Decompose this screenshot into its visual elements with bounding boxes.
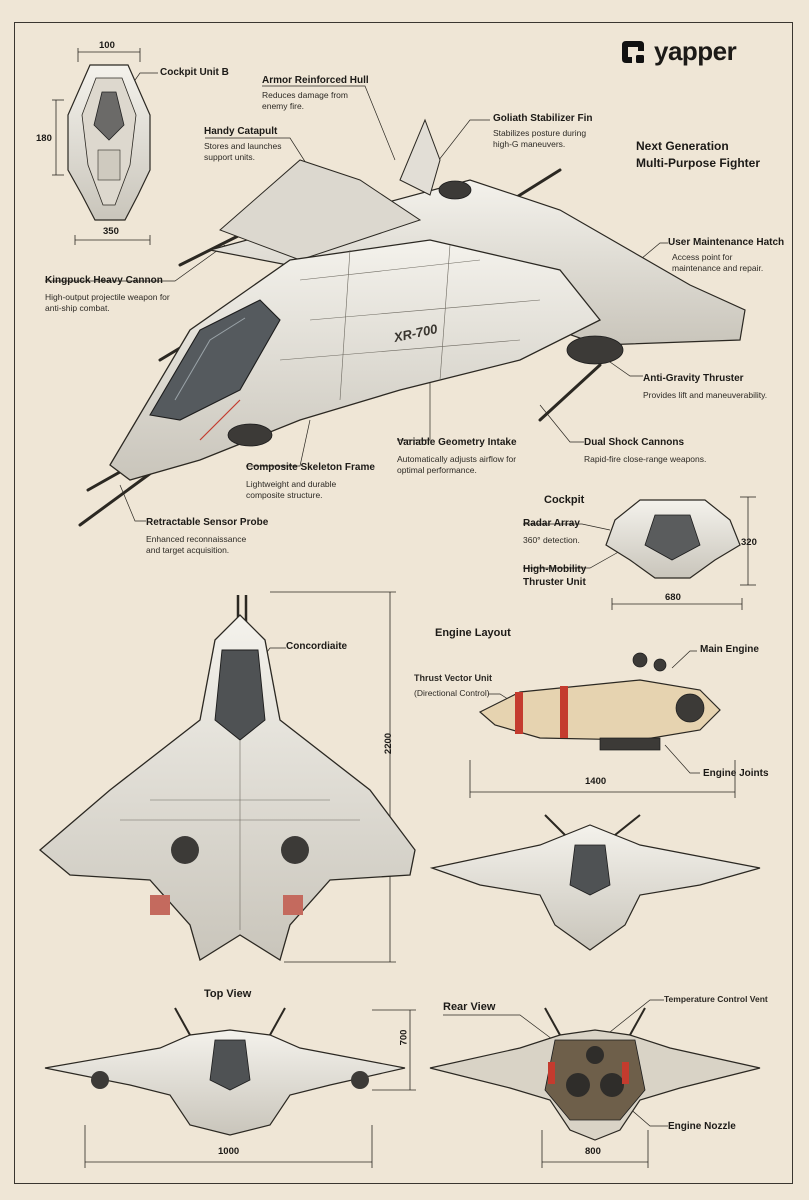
- callout-temp-vent: Temperature Control Vent: [664, 994, 768, 1004]
- leader-lines: [45, 72, 700, 1127]
- dim-cockpit-width: 100: [99, 40, 115, 51]
- callout-kingpuck-desc: High-output projectile weapon for anti-s…: [45, 292, 170, 313]
- callout-anti-gravity-title: Anti-Gravity Thruster: [643, 373, 744, 384]
- callout-sensor-desc: Enhanced reconnaissance and target acqui…: [146, 534, 247, 555]
- dim-front-width: 1000: [218, 1146, 240, 1157]
- callout-dual-shock-desc: Rapid-fire close-range weapons.: [584, 454, 707, 464]
- dim-front-height: 700: [398, 1029, 410, 1046]
- callout-goliath-fin-title: Goliath Stabilizer Fin: [493, 113, 593, 124]
- dim-cockpit-height: 180: [36, 133, 52, 144]
- heading-line-1: Next Generation: [636, 139, 729, 153]
- callout-thrust-vector-desc: (Directional Control): [414, 688, 490, 698]
- dim-cockpit-detail-width: 680: [665, 592, 681, 603]
- section-engine-layout: Engine Layout: [435, 627, 511, 639]
- section-top-view: Top View: [204, 988, 252, 1000]
- callout-radar-desc: 360° detection.: [523, 535, 580, 545]
- callout-cockpit-unit: Cockpit Unit B: [160, 67, 229, 78]
- callout-armor-hull-desc: Reduces damage from enemy fire.: [262, 90, 348, 111]
- callout-sensor-title: Retractable Sensor Probe: [146, 517, 269, 528]
- callout-main-engine: Main Engine: [700, 644, 759, 655]
- callout-concordiaite: Concordiaite: [286, 641, 348, 652]
- callout-goliath-fin-desc: Stabilizes posture during high-G maneuve…: [493, 128, 587, 149]
- rear-view-drawing: [429, 1007, 761, 1141]
- callout-anti-gravity-desc: Provides lift and maneuverability.: [643, 390, 768, 400]
- front-view-bottom-drawing: [44, 1007, 406, 1136]
- sheet-heading: Next Generation Multi-Purpose Fighter: [636, 138, 760, 172]
- callout-user-hatch-desc: Access point for maintenance and repair.: [672, 252, 764, 273]
- section-cockpit: Cockpit: [544, 494, 585, 506]
- dimension-lines: [52, 48, 756, 1168]
- top-view-drawing: [38, 595, 416, 962]
- dim-cockpit-base: 350: [103, 226, 119, 237]
- dim-cockpit-detail-height: 320: [741, 537, 757, 548]
- perspective-fighter-drawing: XR-700: [78, 118, 746, 527]
- cockpit-unit-drawing: [67, 64, 151, 221]
- callout-catapult-desc: Stores and launches support units.: [204, 141, 282, 162]
- callout-intake-desc: Automatically adjusts airflow for optima…: [397, 454, 517, 475]
- dim-engine-length: 1400: [585, 776, 607, 787]
- callout-user-hatch-title: User Maintenance Hatch: [668, 237, 785, 248]
- callout-thrust-vector-title: Thrust Vector Unit: [414, 673, 493, 683]
- front-view-right-drawing: [429, 814, 761, 951]
- dim-rear-width: 800: [585, 1146, 601, 1157]
- callout-engine-joints: Engine Joints: [703, 768, 769, 779]
- callout-catapult-title: Handy Catapult: [204, 126, 278, 137]
- brand-logo: yapper: [618, 36, 737, 67]
- callout-radar-title: Radar Array: [523, 518, 580, 529]
- callout-armor-hull-title: Armor Reinforced Hull: [262, 75, 369, 86]
- sheet-border: [14, 22, 793, 1184]
- engine-layout-drawing: [478, 652, 721, 751]
- dim-top-length: 2200: [383, 732, 395, 755]
- callout-dual-shock-title: Dual Shock Cannons: [584, 437, 685, 448]
- callout-frame-desc: Lightweight and durable composite struct…: [246, 479, 337, 500]
- callout-engine-nozzle: Engine Nozzle: [668, 1121, 736, 1132]
- yapper-logo-icon: [622, 40, 644, 63]
- heading-line-2: Multi-Purpose Fighter: [636, 156, 760, 170]
- brand-name: yapper: [654, 36, 737, 66]
- section-rear-view: Rear View: [443, 1001, 496, 1013]
- callout-mobility-title: High-Mobility Thruster Unit: [523, 564, 587, 588]
- cockpit-detail-drawing: [605, 499, 741, 579]
- callout-kingpuck-title: Kingpuck Heavy Cannon: [45, 275, 163, 286]
- callout-frame-title: Composite Skeleton Frame: [246, 462, 375, 473]
- callout-intake-title: Variable Geometry Intake: [397, 437, 517, 448]
